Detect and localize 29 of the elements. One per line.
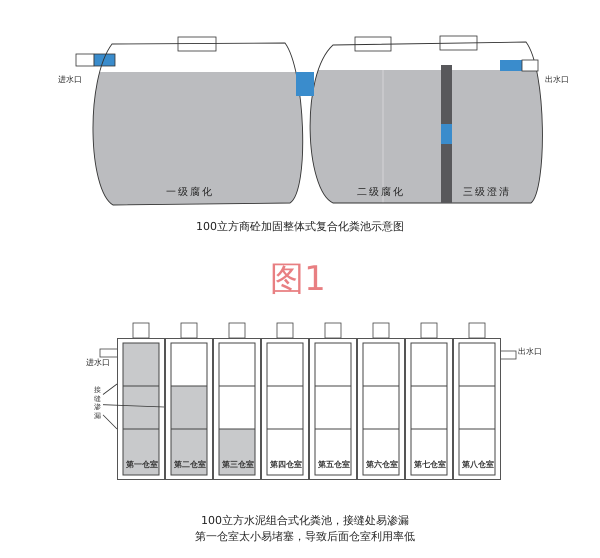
chamber-label: 第七仓室 [414, 461, 446, 469]
stage-label: 一级腐化 [166, 188, 214, 198]
leader-line [102, 404, 164, 408]
tank-chamber [261, 338, 309, 480]
stage-label: 三级澄清 [463, 188, 511, 198]
tank-chamber [309, 338, 357, 480]
chamber-label: 第六仓室 [366, 461, 398, 469]
chamber-label: 第三仓室 [222, 461, 254, 469]
tank-chamber [357, 338, 405, 480]
chamber-label: 第四仓室 [270, 461, 302, 469]
stage-label: 二级腐化 [357, 188, 405, 198]
figure-caption: 100立方商砼加固整体式复合化粪池示意图 [196, 221, 404, 232]
outlet-label: 出水口 [518, 348, 542, 356]
tank-chamber [213, 338, 261, 480]
figure-caption: 第一仓室太小易堵塞，导致后面仓室利用率低 [195, 531, 415, 542]
tank-chamber [165, 338, 213, 480]
leader-line [102, 414, 118, 430]
tank-chamber [405, 338, 453, 480]
leader-line [102, 384, 118, 395]
outlet-label: 出水口 [545, 76, 569, 84]
figure-caption: 100立方水泥组合式化粪池，接缝处易渗漏 [201, 515, 409, 526]
chamber-label: 第一仓室 [126, 461, 158, 469]
tank-chamber [453, 338, 501, 480]
chamber-label: 第五仓室 [318, 461, 350, 469]
inlet-label: 进水口 [86, 359, 110, 367]
chamber-label: 第二仓室 [174, 461, 206, 469]
figure-number: 图1 [270, 262, 326, 296]
tank-chamber [117, 338, 165, 480]
chamber-label: 第八仓室 [462, 461, 494, 469]
